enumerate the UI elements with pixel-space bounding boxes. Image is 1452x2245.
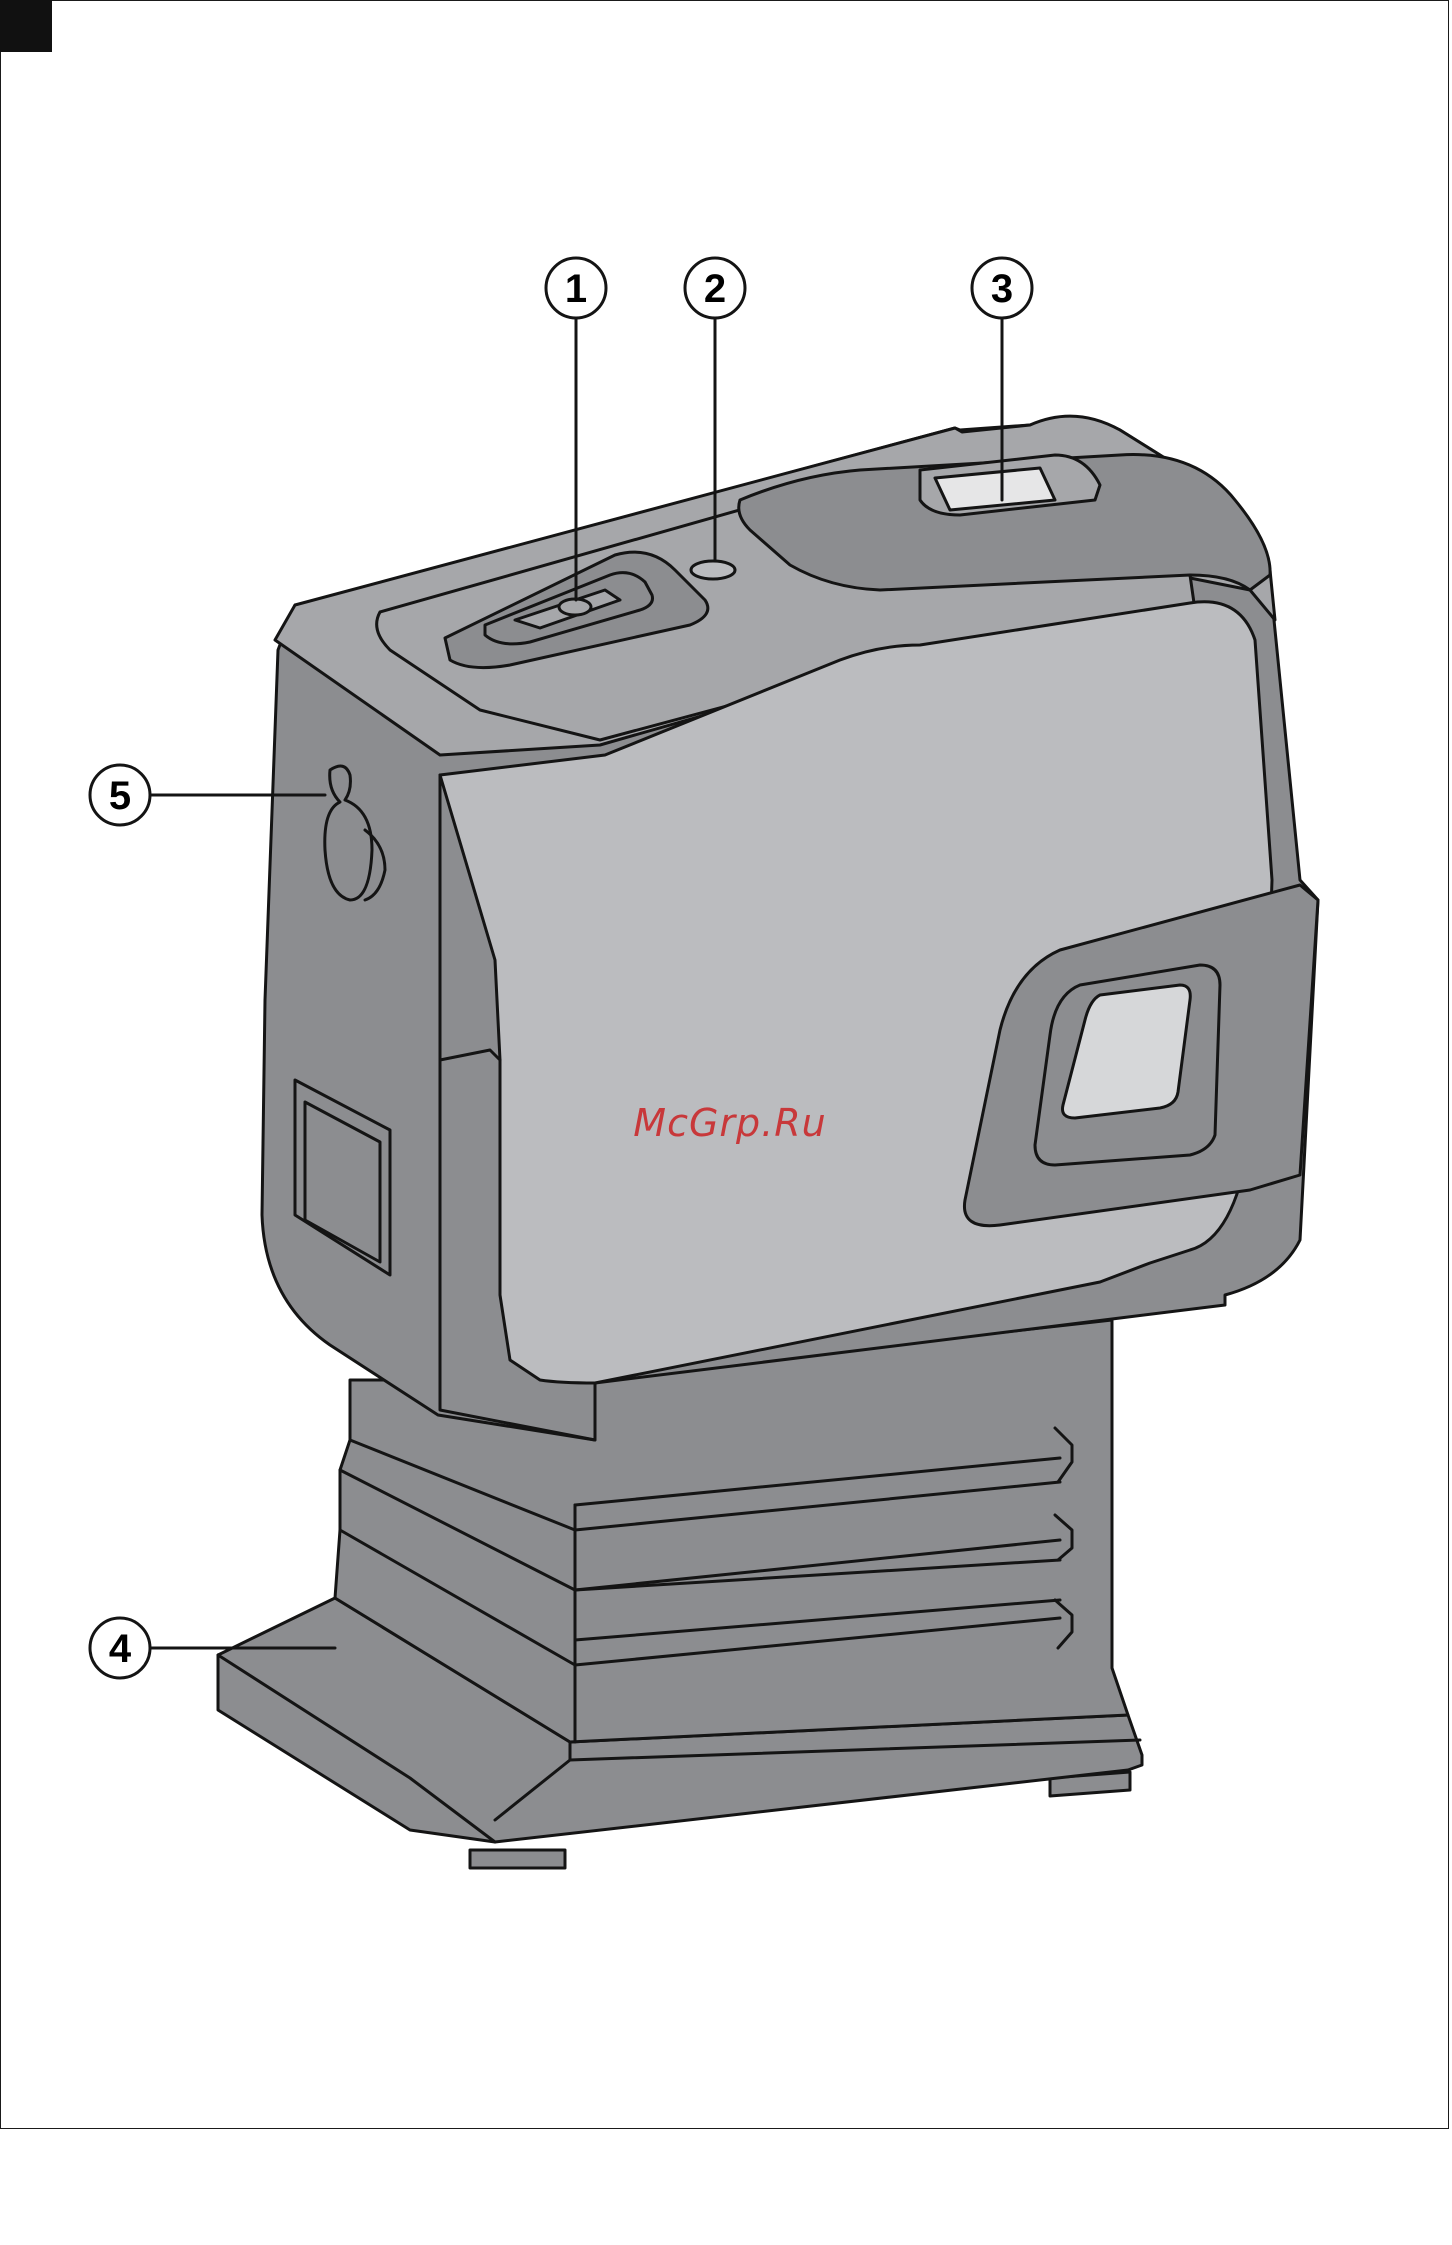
watermark-text: McGrp.Ru bbox=[633, 1101, 826, 1145]
device-body bbox=[262, 416, 1318, 1440]
power-button-icon bbox=[559, 599, 591, 615]
svg-text:4: 4 bbox=[109, 1627, 132, 1671]
svg-text:5: 5 bbox=[109, 774, 131, 818]
svg-text:3: 3 bbox=[991, 267, 1013, 311]
svg-text:1: 1 bbox=[565, 267, 587, 311]
base-stand bbox=[218, 1320, 1142, 1868]
svg-text:2: 2 bbox=[704, 267, 726, 311]
indicator-led-icon bbox=[691, 561, 735, 579]
